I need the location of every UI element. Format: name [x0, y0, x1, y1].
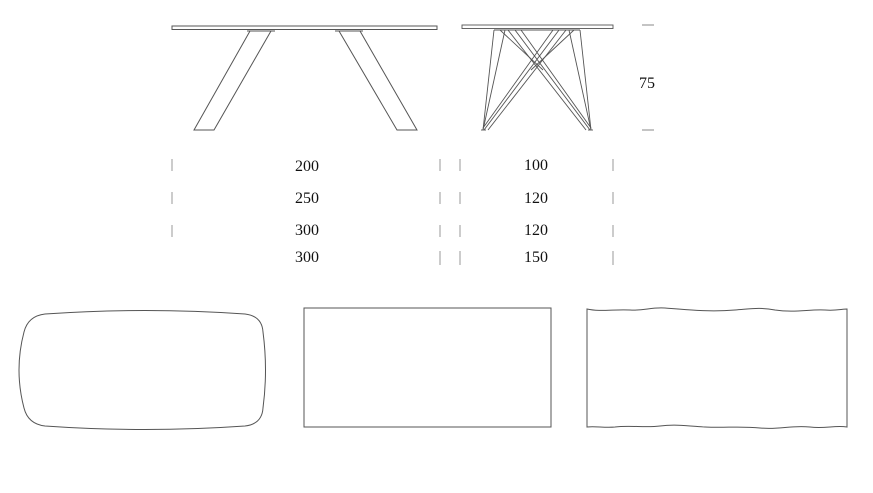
dimension-width: 120 — [524, 222, 548, 239]
shape-live-edge-top — [586, 307, 848, 429]
dimension-length: 300 — [295, 222, 319, 239]
front-tabletop — [171, 25, 438, 30]
dimension-length: 200 — [295, 158, 319, 175]
dimension-length: 300 — [295, 249, 319, 266]
top-view-shapes — [18, 307, 848, 430]
front-view — [171, 25, 438, 131]
dimension-length: 250 — [295, 190, 319, 207]
side-view — [461, 24, 614, 131]
height-marker — [642, 24, 654, 131]
height-label: 75 — [639, 75, 655, 92]
side-wire-legs — [482, 29, 592, 131]
dimension-width: 150 — [524, 249, 548, 266]
dimension-table: 200 100 250 120 300 120 300 150 — [295, 157, 548, 266]
dimension-width: 100 — [524, 157, 548, 174]
side-tabletop — [461, 24, 614, 29]
shape-barrel-top — [18, 310, 266, 430]
front-leg-right — [338, 30, 418, 131]
dimension-width: 120 — [524, 190, 548, 207]
dimension-ticks — [171, 159, 614, 265]
shape-rectangle-top — [303, 307, 552, 428]
front-leg-left — [193, 30, 272, 131]
